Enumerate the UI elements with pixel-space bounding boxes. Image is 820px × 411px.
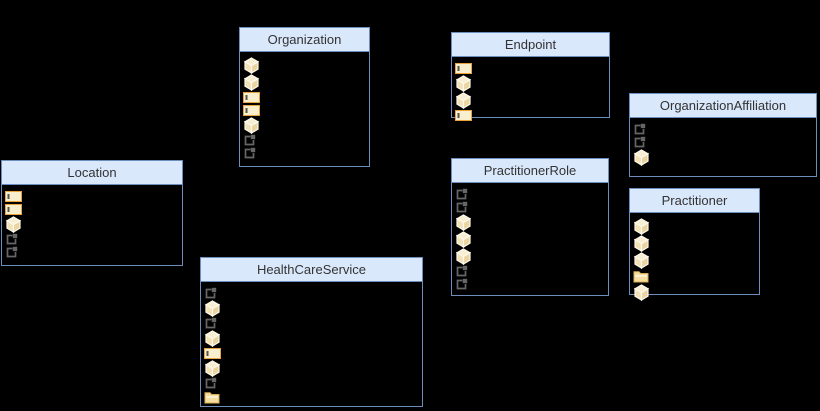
attribute-row xyxy=(455,62,609,75)
cube-icon xyxy=(455,248,472,265)
cube-icon xyxy=(455,92,472,109)
attribute-row xyxy=(633,235,759,252)
attribute-row xyxy=(633,218,759,235)
reference-icon xyxy=(633,123,646,136)
cube-icon xyxy=(633,218,650,235)
reference-icon xyxy=(455,278,468,291)
attribute-row xyxy=(455,201,608,214)
attribute-row xyxy=(455,231,608,248)
primitive-field-icon xyxy=(5,204,22,215)
reference-icon xyxy=(5,246,18,259)
class-attributes-endpoint xyxy=(452,57,609,122)
primitive-field-icon xyxy=(455,110,472,121)
cube-icon xyxy=(633,252,650,269)
reference-icon xyxy=(633,136,646,149)
reference-icon xyxy=(455,265,468,278)
reference-icon xyxy=(204,377,217,390)
attribute-row xyxy=(633,123,816,136)
class-box-endpoint[interactable]: Endpoint xyxy=(451,32,610,121)
attribute-row xyxy=(243,91,369,104)
cube-icon xyxy=(633,235,650,252)
class-attributes-healthcare-service xyxy=(201,282,422,405)
reference-icon xyxy=(455,188,468,201)
attribute-row xyxy=(455,265,608,278)
class-title-organization-affiliation[interactable]: OrganizationAffiliation xyxy=(630,94,816,118)
cube-icon xyxy=(5,216,22,233)
reference-icon xyxy=(243,147,256,160)
class-box-organization[interactable]: Organization xyxy=(239,27,370,167)
primitive-field-icon xyxy=(243,92,260,103)
attribute-row xyxy=(633,252,759,269)
class-attributes-practitioner xyxy=(630,213,759,301)
cube-icon xyxy=(633,149,650,166)
cube-icon xyxy=(633,284,650,301)
attribute-row xyxy=(455,214,608,231)
attribute-row xyxy=(243,147,369,160)
attribute-row xyxy=(204,300,422,317)
primitive-field-icon xyxy=(5,191,22,202)
class-box-location[interactable]: Location xyxy=(1,160,183,266)
attribute-row xyxy=(5,233,182,246)
primitive-field-icon xyxy=(455,63,472,74)
class-box-organization-affiliation[interactable]: OrganizationAffiliation xyxy=(629,93,817,177)
attribute-row xyxy=(204,287,422,300)
primitive-field-icon xyxy=(204,348,221,359)
attribute-row xyxy=(455,188,608,201)
attribute-row xyxy=(5,190,182,203)
attribute-row xyxy=(633,269,759,284)
class-attributes-location xyxy=(2,185,182,259)
class-box-practitioner-role[interactable]: PractitionerRole xyxy=(451,158,609,296)
attribute-row xyxy=(5,203,182,216)
class-attributes-organization-affiliation xyxy=(630,118,816,166)
attribute-row xyxy=(455,278,608,291)
attribute-row xyxy=(204,377,422,390)
class-attributes-organization xyxy=(240,52,369,160)
attribute-row xyxy=(5,216,182,233)
class-attributes-practitioner-role xyxy=(452,183,608,291)
attribute-row xyxy=(633,284,759,301)
class-title-practitioner[interactable]: Practitioner xyxy=(630,189,759,213)
cube-icon xyxy=(455,75,472,92)
reference-icon xyxy=(204,317,217,330)
cube-icon xyxy=(243,117,260,134)
cube-icon xyxy=(204,330,221,347)
class-title-healthcare-service[interactable]: HealthCareService xyxy=(201,258,422,282)
reference-icon xyxy=(455,201,468,214)
attribute-row xyxy=(204,360,422,377)
attribute-row xyxy=(204,330,422,347)
cube-icon xyxy=(243,57,260,74)
attribute-row xyxy=(243,117,369,134)
folder-icon xyxy=(633,270,649,283)
folder-icon xyxy=(204,391,220,404)
cube-icon xyxy=(204,360,221,377)
reference-icon xyxy=(204,287,217,300)
primitive-field-icon xyxy=(243,105,260,116)
attribute-row xyxy=(455,248,608,265)
cube-icon xyxy=(243,74,260,91)
attribute-row xyxy=(243,104,369,117)
attribute-row xyxy=(204,347,422,360)
attribute-row xyxy=(243,134,369,147)
attribute-row xyxy=(204,317,422,330)
class-title-endpoint[interactable]: Endpoint xyxy=(452,33,609,57)
reference-icon xyxy=(243,134,256,147)
attribute-row xyxy=(455,92,609,109)
attribute-row xyxy=(5,246,182,259)
attribute-row xyxy=(243,74,369,91)
cube-icon xyxy=(455,214,472,231)
attribute-row xyxy=(633,136,816,149)
class-box-healthcare-service[interactable]: HealthCareService xyxy=(200,257,423,407)
class-box-practitioner[interactable]: Practitioner xyxy=(629,188,760,301)
attribute-row xyxy=(455,75,609,92)
class-title-organization[interactable]: Organization xyxy=(240,28,369,52)
attribute-row xyxy=(204,390,422,405)
class-title-location[interactable]: Location xyxy=(2,161,182,185)
reference-icon xyxy=(5,233,18,246)
attribute-row xyxy=(243,57,369,74)
attribute-row xyxy=(633,149,816,166)
cube-icon xyxy=(204,300,221,317)
cube-icon xyxy=(455,231,472,248)
attribute-row xyxy=(455,109,609,122)
class-title-practitioner-role[interactable]: PractitionerRole xyxy=(452,159,608,183)
